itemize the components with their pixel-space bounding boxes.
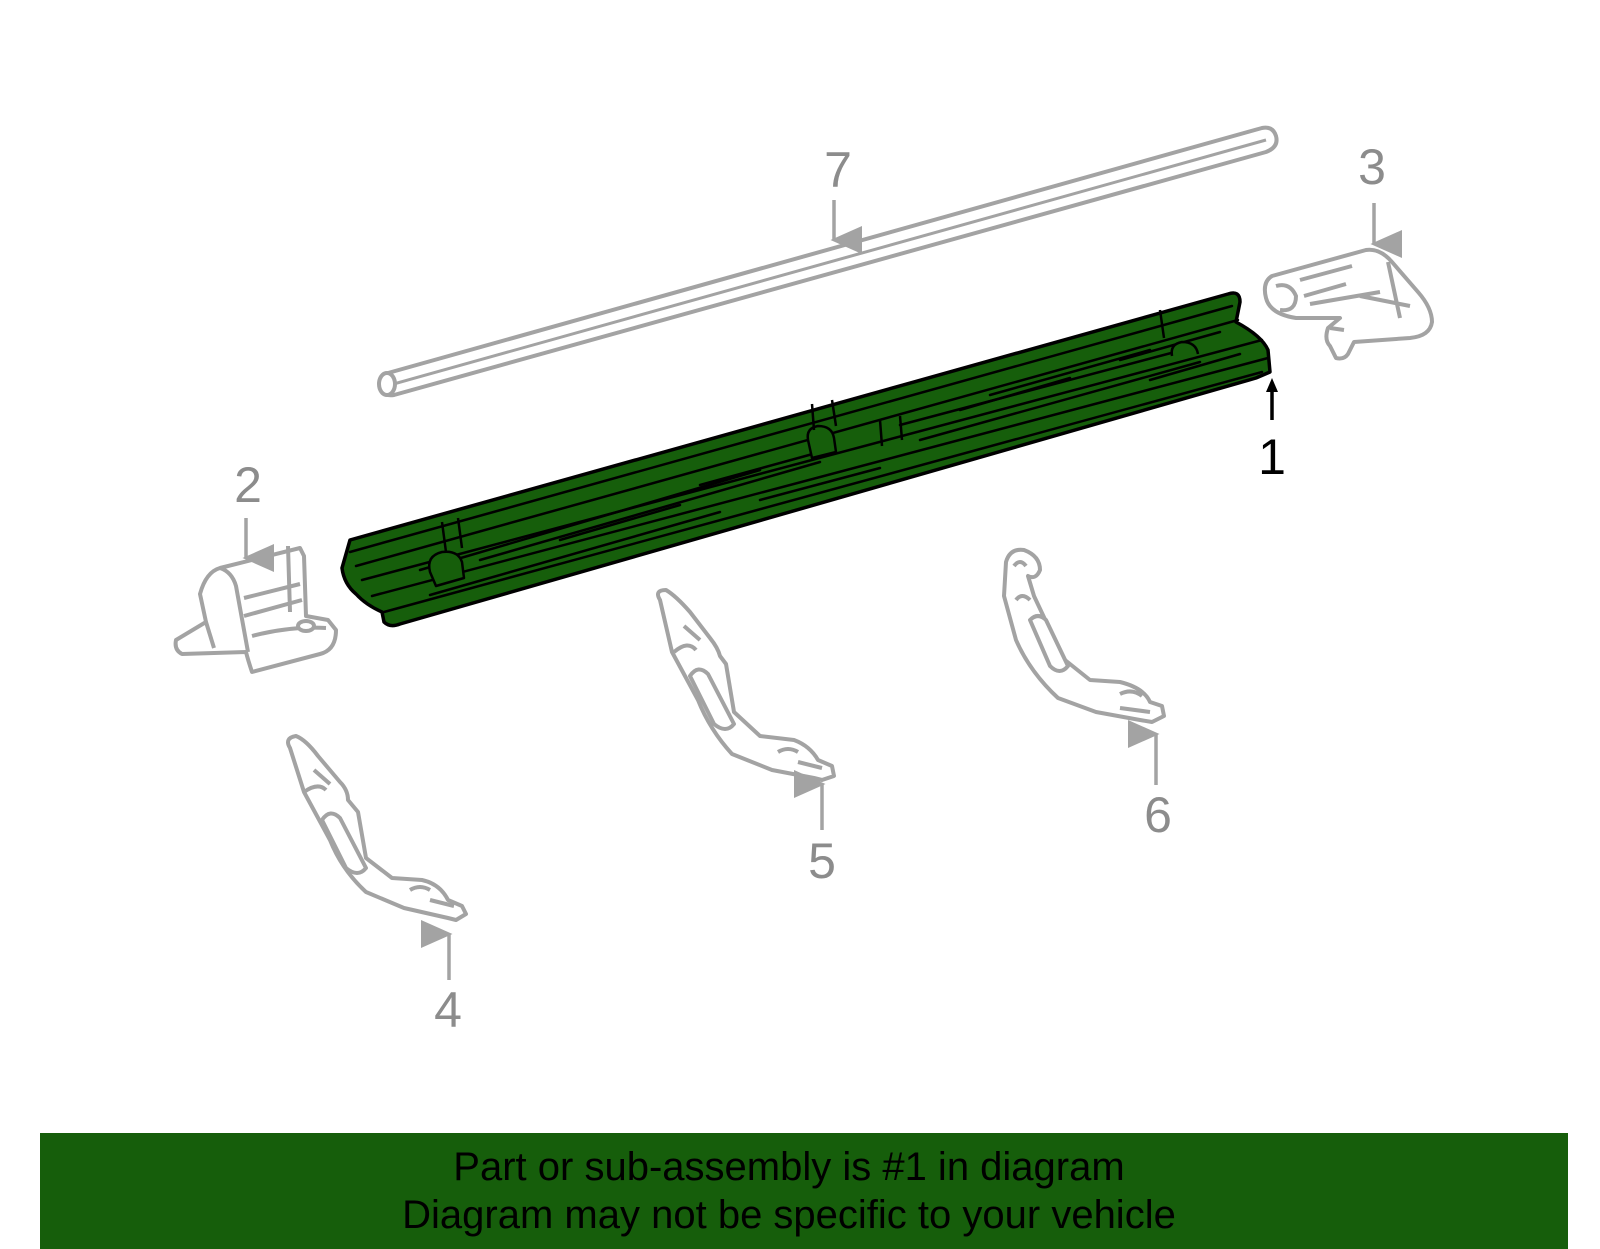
callout-6: 6 [1144,787,1172,843]
callout-1: 1 [1258,429,1286,485]
banner-line-2: Diagram may not be specific to your vehi… [402,1193,1176,1237]
arrow-1 [1266,378,1278,420]
part-4-bracket[interactable] [286,734,468,922]
info-banner: Part or sub-assembly is #1 in diagram Di… [40,1133,1568,1249]
callout-4: 4 [434,982,462,1038]
callout-7: 7 [824,142,852,198]
part-7-molding[interactable] [377,125,1279,398]
callout-2: 2 [234,457,262,513]
part-3-bracket[interactable] [1262,247,1434,361]
part-5-bracket[interactable] [656,588,836,782]
part-2-bracket[interactable] [173,545,338,674]
part-6-bracket[interactable] [1002,547,1166,724]
callout-arrows [242,200,1402,980]
callout-3: 3 [1358,139,1386,195]
callout-5: 5 [808,833,836,889]
banner-line-1: Part or sub-assembly is #1 in diagram [453,1145,1125,1189]
part-1-running-board[interactable] [340,291,1272,628]
